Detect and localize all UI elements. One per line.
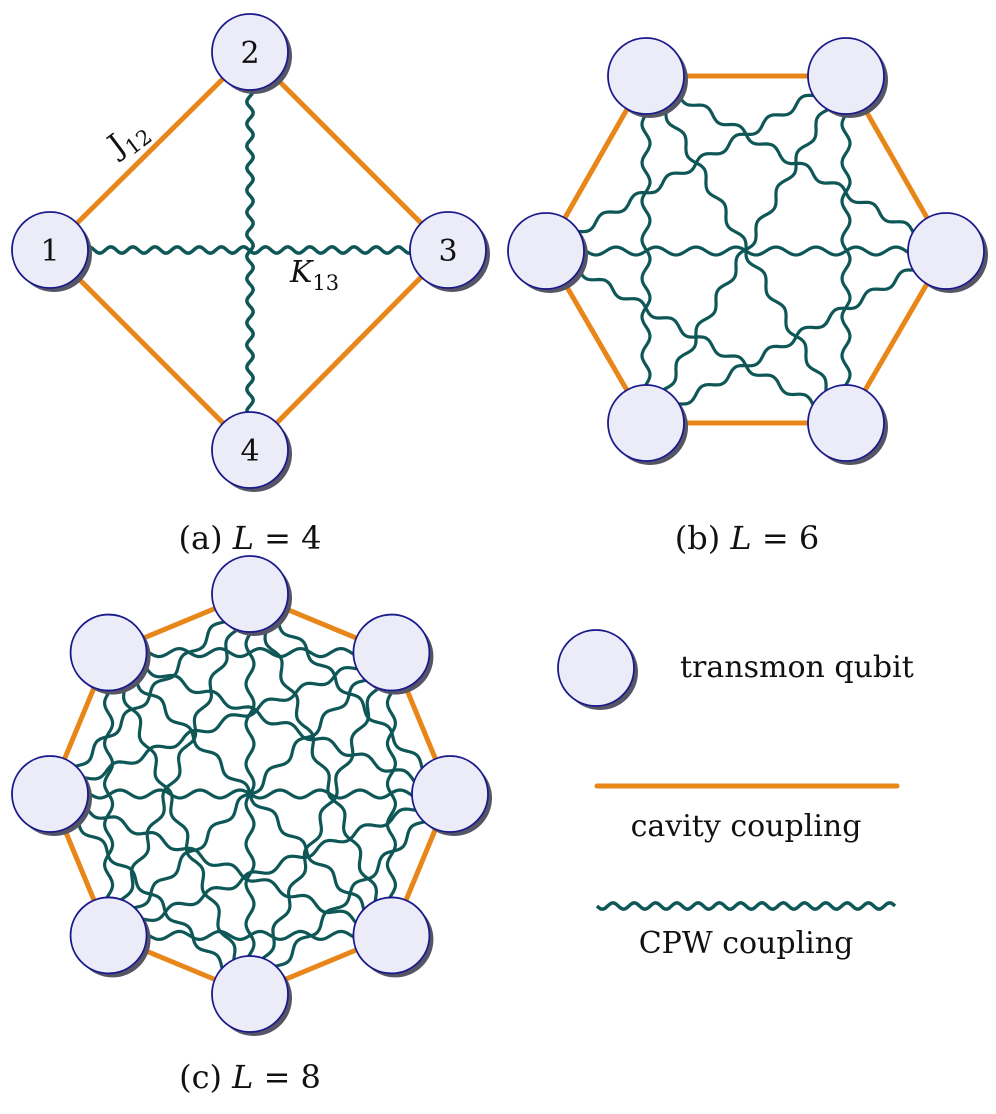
qubit-c-1: [211, 555, 292, 636]
qubit-circle: [211, 555, 289, 633]
qubit-circle: [507, 212, 585, 290]
qubit-4: 4: [211, 411, 292, 492]
cpw-coupling-edge: [544, 250, 848, 424]
caption-c: (c) L = 8: [179, 1058, 321, 1096]
qubit-b-3: [907, 212, 988, 293]
qubit-circle: [807, 37, 885, 115]
qubit-circle: [352, 613, 431, 692]
legend-cavity-text: cavity coupling: [631, 809, 862, 844]
cpw-coupling-edge: [48, 793, 252, 995]
qubit-circle: [211, 955, 289, 1033]
caption-c-var: L: [231, 1058, 253, 1096]
qubit-label: 1: [40, 234, 59, 269]
qubit-c-2: [352, 613, 434, 695]
qubit-circle: [211, 13, 289, 91]
qubit-1: 1: [11, 211, 92, 292]
legend-cpw-text: CPW coupling: [639, 926, 854, 961]
qubit-circle: [607, 37, 685, 115]
qubit-b-1: [607, 37, 688, 118]
qubit-label: 3: [438, 234, 457, 269]
qubit-circle: [69, 896, 148, 975]
legend-qubit-circle: [557, 629, 638, 710]
panel-b-l6: (b) L = 6: [507, 37, 988, 557]
qubit-2: 2: [211, 13, 292, 94]
panel-c-l8: (c) L = 8: [11, 555, 492, 1096]
cpw-coupling-edge: [545, 245, 947, 257]
qubit-3: 3: [409, 211, 490, 292]
cpw-coupling-label-k13: K13: [289, 255, 339, 295]
cpw-coupling-edge: [244, 50, 256, 452]
qubit-c-7: [11, 755, 92, 836]
qubit-c-6: [69, 896, 151, 978]
qubit-circle: [211, 411, 289, 489]
panel-a-l4: 1 2 3 4 J12 K13 (a) L = 4: [11, 13, 490, 557]
qubit-label: 4: [240, 434, 259, 469]
caption-a: (a) L = 4: [179, 519, 322, 557]
cavity-coupling-edge: [248, 248, 450, 452]
cpw-coupling-edge: [102, 651, 115, 937]
cpw-coupling-edge: [645, 249, 947, 425]
cavity-coupling-edge: [48, 248, 252, 452]
qubit-circle: [557, 629, 635, 707]
cpw-coupling-edge: [49, 650, 392, 797]
qubit-circle: [607, 384, 685, 462]
caption-a-prefix: (a): [179, 519, 233, 557]
qubit-circle: [807, 384, 885, 462]
caption-b-rest: = 6: [752, 519, 820, 557]
qubit-b-5: [607, 384, 688, 465]
caption-b-var: L: [729, 519, 751, 557]
legend-cpw-line: [595, 900, 897, 912]
cpw-coupling-edge: [107, 929, 393, 942]
qubit-b-2: [807, 37, 888, 118]
qubit-circle: [352, 896, 431, 975]
caption-c-rest: = 8: [253, 1058, 321, 1096]
cpw-coupling-edge: [107, 652, 393, 936]
qubit-circle: [11, 211, 89, 289]
k-subscript: 13: [312, 271, 339, 295]
cpw-coupling-edge: [107, 646, 393, 659]
caption-a-rest: = 4: [254, 519, 322, 557]
cpw-coupling-edge: [107, 651, 452, 795]
qubit-c-8: [69, 613, 151, 695]
qubit-circle: [409, 211, 487, 289]
legend-qubit-text: transmon qubit: [680, 650, 914, 685]
caption-b-prefix: (b): [675, 519, 731, 557]
cavity-coupling-label-j12: J12: [99, 112, 156, 169]
qubit-circle: [411, 755, 489, 833]
legend: transmon qubit cavity coupling CPW coupl…: [557, 629, 914, 961]
qubit-b-4: [807, 384, 888, 465]
caption-a-var: L: [232, 519, 254, 557]
qubit-circle: [11, 755, 89, 833]
cpw-coupling-edge: [545, 74, 847, 253]
qubit-circle: [907, 212, 985, 290]
cpw-coupling-edge: [106, 652, 253, 995]
cavity-coupling-edge: [48, 50, 252, 252]
legend-qubit-icon: [557, 629, 638, 710]
qubit-label: 2: [240, 36, 259, 71]
caption-c-prefix: (c): [179, 1058, 232, 1096]
cavity-coupling-edge: [248, 50, 450, 252]
qubit-b-6: [507, 212, 588, 293]
qubit-c-3: [411, 755, 492, 836]
qubit-c-4: [352, 896, 434, 978]
qubit-c-5: [211, 955, 292, 1036]
caption-b: (b) L = 6: [675, 519, 819, 557]
k-symbol: K: [289, 255, 314, 290]
qubit-circle: [69, 613, 148, 692]
